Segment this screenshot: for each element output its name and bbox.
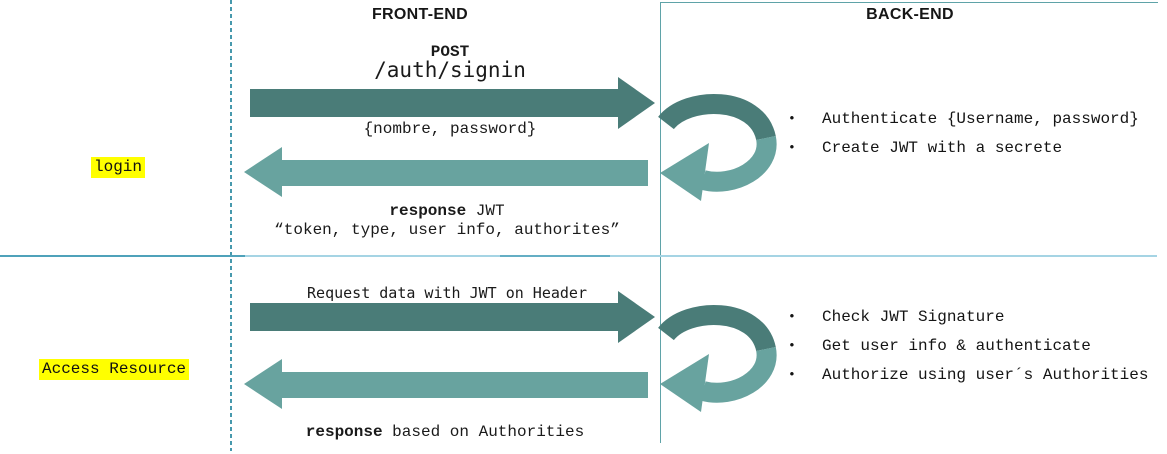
list-item: • Authenticate {Username, password} [788, 109, 1139, 129]
response-rest: based on Authorities [382, 423, 585, 441]
bullet-icon: • [788, 140, 796, 155]
section-login-label: login [91, 157, 146, 178]
response-bold: response [305, 423, 383, 441]
bullet-icon: • [788, 338, 796, 353]
bullet-icon: • [788, 309, 796, 324]
section-divider-line-dark2 [500, 255, 610, 257]
right-arrow [250, 77, 655, 129]
frontend-header: FRONT-END [371, 6, 469, 23]
step-text: Create JWT with a secrete [822, 139, 1063, 157]
request-path: /auth/signin [374, 58, 526, 82]
response-caption: response JWT [287, 202, 607, 220]
loop-arrow [658, 305, 777, 412]
backend-steps-login: • Authenticate {Username, password} • Crea… [788, 109, 1139, 167]
response-detail: “token, type, user info, authorites” [274, 221, 620, 239]
login-highlight: login [91, 157, 146, 178]
request2-caption: Request data with JWT on Header [307, 284, 587, 302]
section-access-label: Access Resource [39, 359, 190, 380]
step-text: Authorize using user´s Authorities [822, 366, 1149, 384]
list-item: • Authorize using user´s Authorities [788, 365, 1148, 385]
right-arrow [250, 291, 655, 343]
bullet-icon: • [788, 111, 796, 126]
loop-arrow [658, 94, 777, 201]
left-arrow [244, 147, 648, 197]
response-rest: JWT [466, 202, 505, 220]
response-bold: response [389, 202, 467, 220]
access-resource-highlight: Access Resource [39, 359, 190, 380]
step-text: Get user info & authenticate [822, 337, 1091, 355]
list-item: • Get user info & authenticate [788, 336, 1148, 356]
section-divider-line-dark [0, 255, 245, 257]
backend-header: BACK-END [866, 6, 954, 23]
left-arrow [244, 359, 648, 409]
response2-caption: response based on Authorities [295, 423, 595, 441]
frontend-column-divider [230, 0, 232, 451]
backend-steps-access: • Check JWT Signature • Get user info & au… [788, 307, 1148, 394]
request-method: POST [430, 43, 470, 61]
bullet-icon: • [788, 367, 796, 382]
request-payload: {nombre, password} [363, 120, 537, 138]
list-item: • Create JWT with a secrete [788, 138, 1139, 158]
step-text: Authenticate {Username, password} [822, 110, 1139, 128]
step-text: Check JWT Signature [822, 308, 1005, 326]
backend-box [660, 2, 1158, 443]
list-item: • Check JWT Signature [788, 307, 1148, 327]
